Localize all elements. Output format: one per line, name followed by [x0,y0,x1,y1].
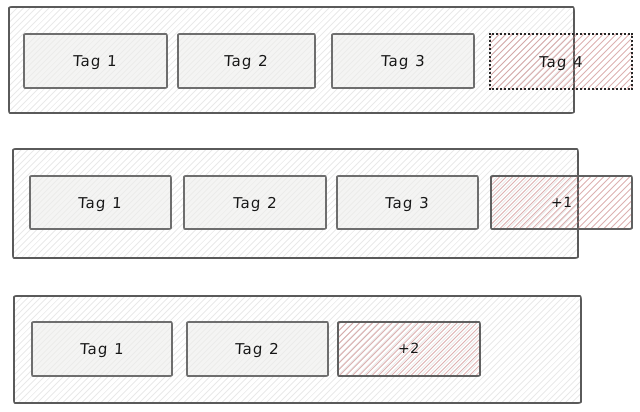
tag: Tag 2 [186,321,329,377]
tag-label: Tag 1 [72,52,119,70]
tag-label: Tag 3 [384,193,431,212]
tag: Tag 1 [31,321,173,377]
tag-label: +1 [550,194,573,211]
tag-label: Tag 1 [79,340,125,358]
tag: Tag 3 [336,175,479,230]
tag-container-row-1: Tag 1 Tag 2 Tag 3 Tag 4 [8,6,633,114]
tag-label: Tag 2 [232,193,278,212]
tag-label: Tag 2 [234,340,281,358]
tag: Tag 1 [29,175,172,230]
collapsed-counter-tag: +2 [337,321,481,377]
tag: Tag 2 [183,175,327,230]
tag-label: Tag 1 [77,193,124,212]
tag: Tag 3 [331,33,475,89]
tag-label: Tag 4 [538,52,584,71]
tag: Tag 1 [23,33,168,89]
tag: Tag 2 [177,33,316,89]
overflow-counter-tag: +1 [490,175,633,230]
tag-container-row-3: Tag 1 Tag 2 +2 [13,295,582,404]
tag-label: +2 [397,341,421,357]
tag-label: Tag 2 [223,52,270,70]
tag-label: Tag 3 [380,52,426,70]
overflow-tag-dotted: Tag 4 [489,33,633,90]
tag-container-row-2: Tag 1 Tag 2 Tag 3 +1 [12,148,633,259]
